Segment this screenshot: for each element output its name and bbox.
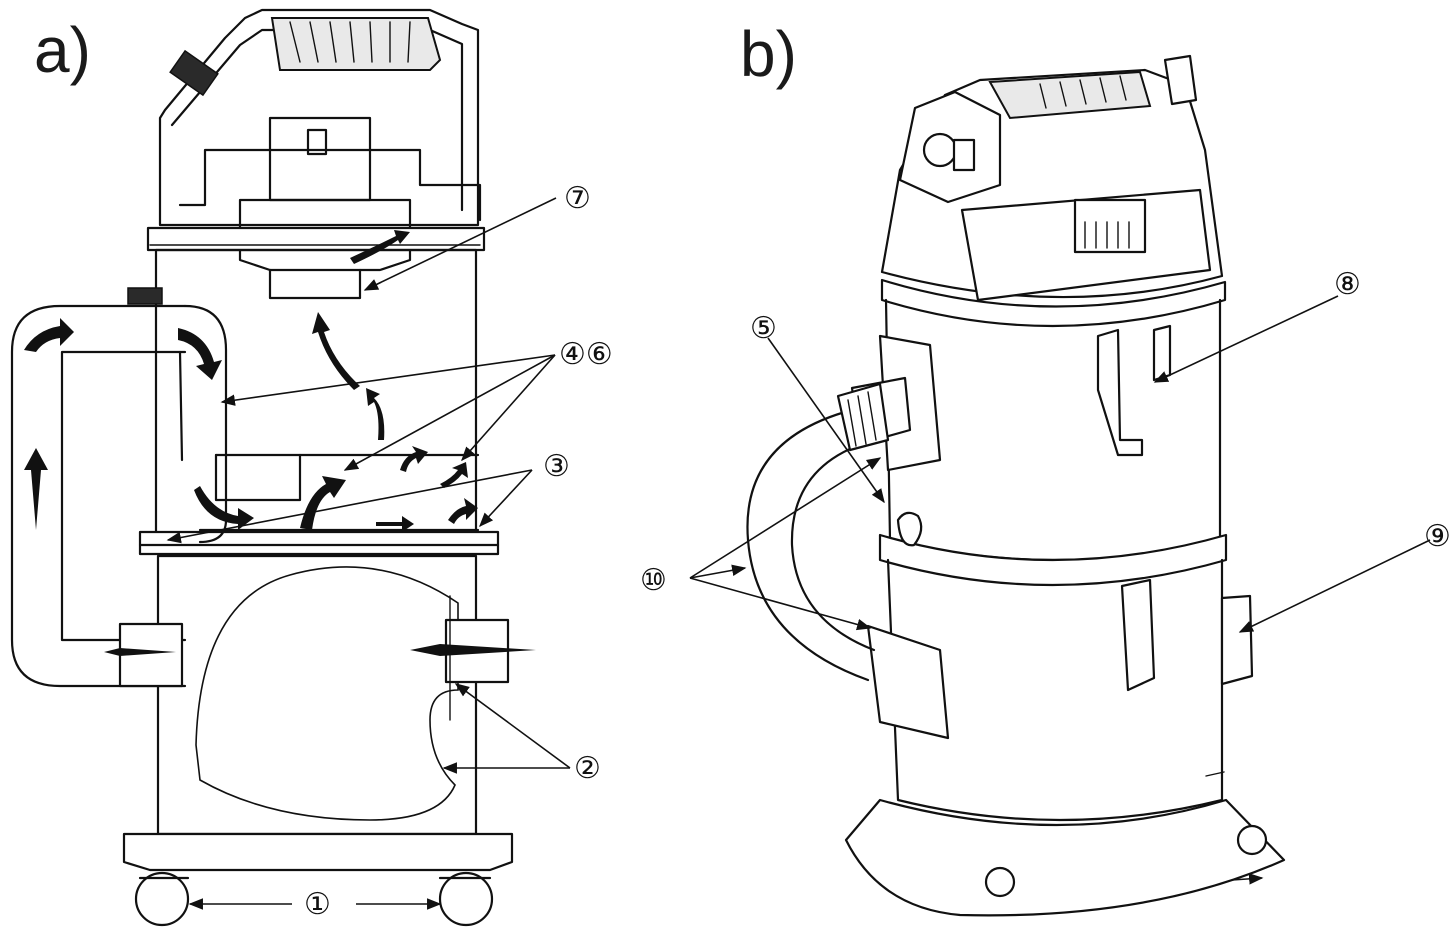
lower-tank xyxy=(118,554,514,927)
panel-b-label: b) xyxy=(740,18,797,90)
vacuum-head xyxy=(880,54,1227,328)
callout-3: ③ xyxy=(543,449,570,484)
callout-2: ② xyxy=(574,751,601,786)
callout-9: ⑨ xyxy=(1424,519,1451,554)
hose xyxy=(746,382,890,682)
panel-a: a) xyxy=(10,8,613,927)
motor-head xyxy=(146,8,486,300)
wheel-right xyxy=(1236,824,1268,856)
wheel-left xyxy=(134,871,190,927)
vacuum-base xyxy=(844,798,1286,917)
leader-lines-a xyxy=(166,197,571,910)
callout-10: ⑩ xyxy=(640,563,667,598)
leader-lines-b xyxy=(689,295,1431,885)
callout-7: ⑦ xyxy=(564,181,591,216)
callout-1: ① xyxy=(304,887,331,922)
airflow-arrows xyxy=(24,230,536,656)
panel-a-label: a) xyxy=(34,14,91,86)
external-hose xyxy=(10,287,228,688)
wheel-right xyxy=(438,871,494,927)
upper-drum xyxy=(850,298,1228,587)
callout-8: ⑧ xyxy=(1334,267,1361,302)
panel-b: b) xyxy=(640,18,1451,917)
callout-5: ⑤ xyxy=(750,311,777,346)
lower-drum xyxy=(866,558,1254,822)
filter-section xyxy=(138,248,500,556)
callout-4-6: ④⑥ xyxy=(559,337,613,372)
wheel-front xyxy=(984,866,1016,898)
